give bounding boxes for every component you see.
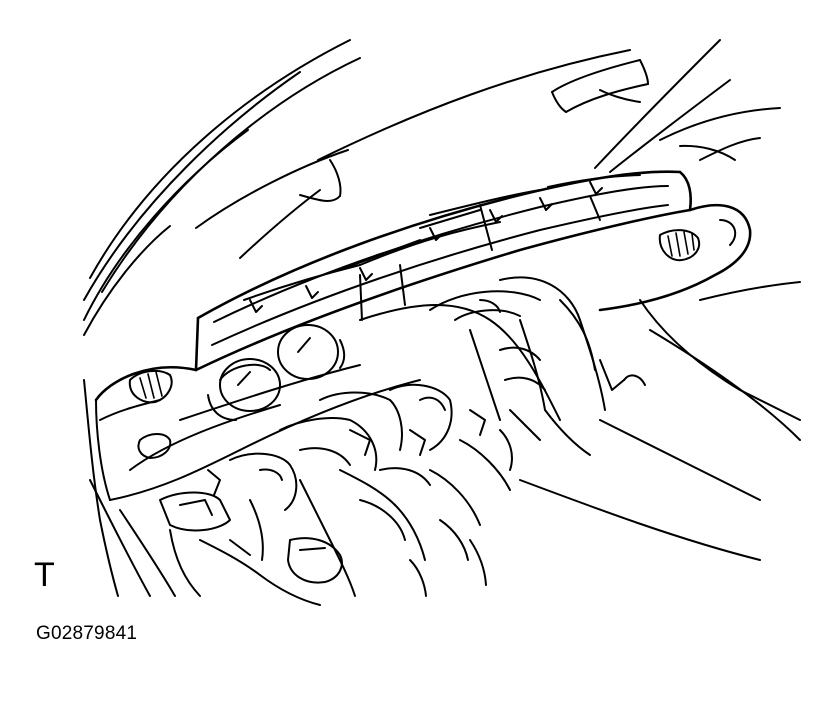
kick-panel — [83, 379, 151, 597]
dashboard-body — [94, 195, 752, 501]
roof-lines — [317, 39, 781, 173]
air-vents — [128, 229, 701, 459]
under-dash-components — [279, 383, 513, 597]
instrument-cluster — [207, 324, 346, 421]
a-pillar-lines — [83, 39, 361, 336]
view-indicator-letter: T — [34, 556, 55, 594]
steering-column — [119, 452, 343, 606]
center-console — [429, 281, 801, 561]
defroster-panel — [194, 170, 692, 372]
figure-code: G02879841 — [36, 623, 138, 644]
